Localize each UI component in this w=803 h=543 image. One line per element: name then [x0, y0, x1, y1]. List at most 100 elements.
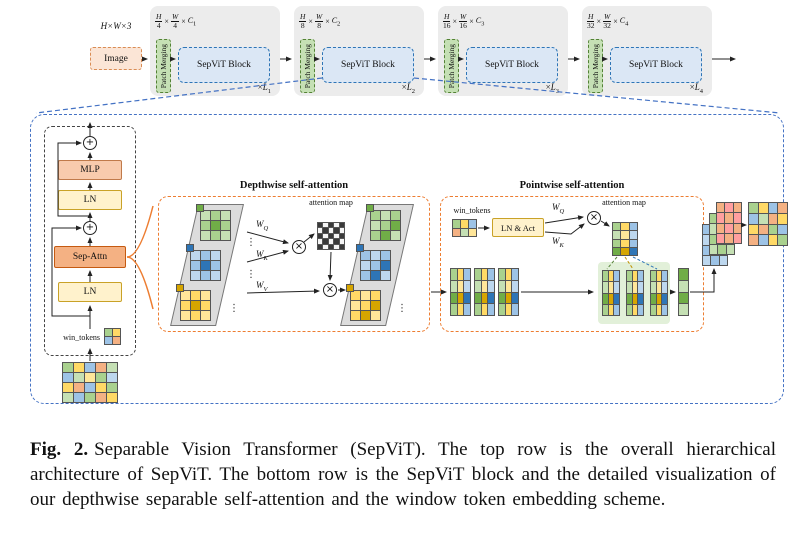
multiply-icon: × — [587, 211, 601, 225]
sepvit-block-box: SepViT Block — [322, 47, 414, 83]
attention-map-label: attention map — [309, 198, 353, 207]
grid-cell — [613, 223, 621, 231]
feature-stack-grid — [716, 202, 742, 244]
grid-cell — [334, 223, 339, 228]
grid-cell — [638, 304, 643, 315]
grid-cell — [710, 214, 718, 224]
depthwise-box — [158, 196, 430, 332]
image-label: Image — [104, 53, 128, 64]
grid-cell — [719, 255, 727, 265]
times-sign: × — [452, 16, 458, 26]
times-sign: × — [469, 16, 474, 26]
grid-cell — [703, 255, 711, 265]
block-repeat-label: ×L1 — [257, 82, 271, 95]
grid-cell — [512, 269, 518, 280]
sepvit-block-box: SepViT Block — [610, 47, 702, 83]
grid-cell — [481, 269, 488, 280]
grid-cell — [85, 383, 95, 392]
grid-cell — [63, 383, 73, 392]
grid-cell — [627, 304, 632, 315]
grid-cell — [451, 269, 457, 280]
weighted-value-grid — [626, 270, 644, 316]
grid-cell — [613, 231, 621, 239]
grid-cell — [361, 271, 370, 280]
grid-cell — [371, 291, 380, 300]
grid-cell — [749, 213, 758, 224]
grid-cell — [391, 231, 400, 240]
grid-cell — [710, 224, 718, 234]
grid-cell — [679, 269, 688, 280]
grid-cell — [464, 269, 470, 280]
grid-cell — [391, 221, 400, 230]
grid-cell — [85, 393, 95, 402]
grid-cell — [726, 244, 734, 254]
grid-cell — [488, 292, 494, 304]
grid-cell — [656, 282, 662, 293]
grid-cell — [107, 363, 117, 372]
grid-cell — [181, 301, 190, 310]
grid-cell — [711, 255, 719, 265]
patch-merging-label: Patch Merging — [591, 43, 600, 89]
grid-cell — [211, 231, 220, 240]
value-grid — [450, 268, 471, 316]
grid-cell — [371, 301, 380, 310]
grid-cell — [733, 213, 741, 223]
grid-cell — [469, 228, 476, 236]
grid-cell — [481, 292, 488, 304]
grid-cell — [778, 213, 787, 224]
attention-map-label: attention map — [602, 198, 646, 207]
grid-cell — [651, 304, 656, 315]
sep-attn-label: Sep-Attn — [72, 252, 108, 262]
grid-cell — [632, 282, 638, 293]
grid-cell — [211, 251, 220, 260]
plus-glyph: + — [85, 137, 95, 148]
patch-merging-box: Patch Merging — [588, 39, 603, 93]
grid-cell — [361, 301, 370, 310]
mlp-label: MLP — [80, 165, 100, 175]
pointwise-title: Pointwise self-attention — [519, 180, 625, 191]
win-tokens-grid — [104, 328, 121, 345]
grid-cell — [768, 203, 778, 213]
grid-cell — [339, 233, 344, 239]
window-token — [176, 284, 184, 292]
grid-cell — [608, 271, 614, 282]
grid-cell — [488, 304, 494, 315]
ln-act-box: LN & Act — [492, 218, 544, 237]
grid-cell — [603, 271, 608, 282]
grid-cell — [627, 282, 632, 293]
grid-cell — [107, 383, 117, 392]
sepvit-block-label: SepViT Block — [341, 60, 395, 70]
grid-cell — [651, 282, 656, 293]
grid-cell — [733, 233, 741, 243]
ln-act-label: LN & Act — [501, 222, 535, 233]
grid-cell — [768, 213, 778, 224]
grid-cell — [632, 304, 638, 315]
grid-cell — [481, 280, 488, 292]
grid-cell — [499, 292, 505, 304]
pointwise-output-strip — [678, 268, 689, 316]
caption-label: Fig. 2. — [30, 439, 89, 460]
wq-label: WQ — [256, 219, 269, 232]
grid-cell — [221, 231, 230, 240]
input-dims-label: H×W×3 — [100, 21, 132, 31]
grid-cell — [381, 271, 390, 280]
depthwise-title: Depthwise self-attention — [239, 180, 349, 191]
multiply-icon: × — [323, 283, 337, 297]
grid-cell — [451, 304, 457, 315]
input-feature-grid — [62, 362, 118, 403]
grid-cell — [651, 271, 656, 282]
grid-cell — [105, 329, 112, 336]
grid-cell — [211, 261, 220, 270]
grid-cell — [211, 271, 220, 280]
grid-cell — [211, 221, 220, 230]
grid-cell — [725, 203, 733, 213]
grid-cell — [627, 293, 632, 304]
grid-cell — [758, 235, 768, 245]
times-sign: × — [308, 16, 313, 26]
